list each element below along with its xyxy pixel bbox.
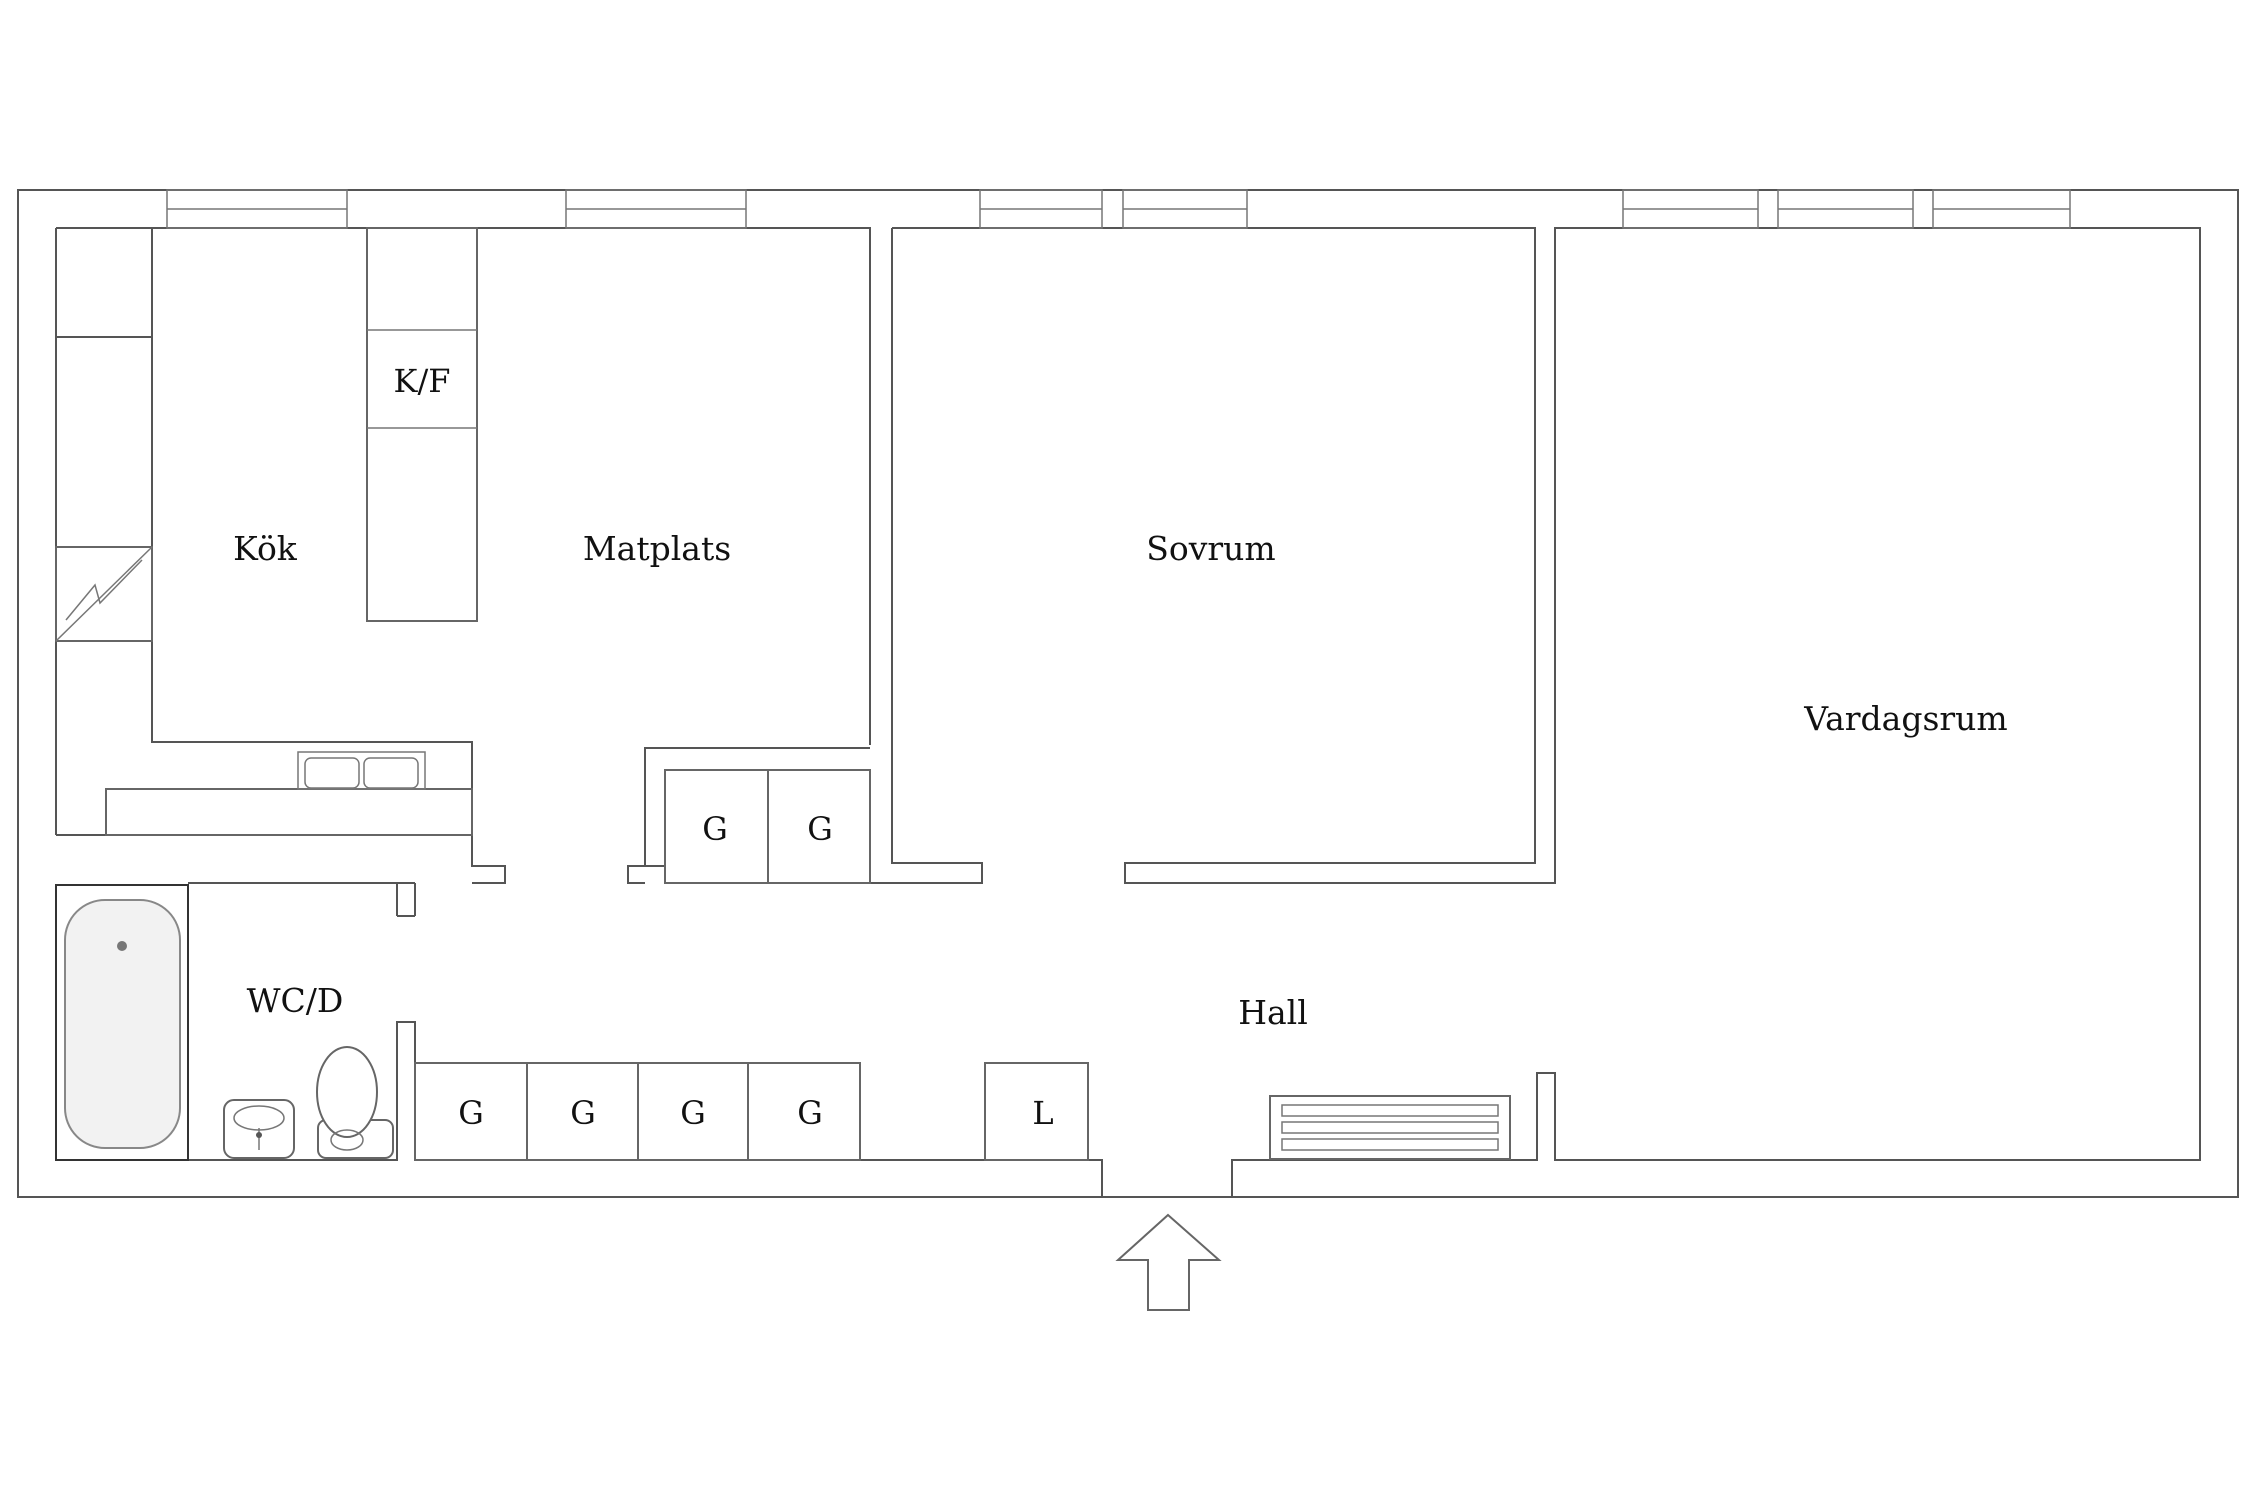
room-label-bathroom: WC/D [247,981,344,1020]
kitchen-counter [105,788,473,836]
wardrobes-upper [628,747,871,884]
bathtub-icon [55,884,189,1161]
windows [166,189,2071,229]
outer-walls [17,189,2239,1198]
fixture-label-fridge-freezer: K/F [394,362,451,400]
fixture-label-linen: L [1032,1094,1053,1132]
bathroom [55,882,416,1161]
kitchen-sink-icon [297,751,426,790]
entrance-arrow-icon [1115,1213,1222,1311]
stove-icon [55,546,153,642]
fixture-label-wardrobe: G [570,1094,596,1132]
room-label-living-room: Vardagsrum [1803,699,2007,738]
room-label-bedroom: Sovrum [1146,529,1275,568]
fixture-label-wardrobe: G [807,810,833,848]
fixture-label-wardrobe: G [797,1094,823,1132]
room-label-dining: Matplats [583,529,731,568]
radiator-icon [1269,1095,1511,1160]
fixture-label-wardrobe: G [680,1094,706,1132]
fixture-label-wardrobe: G [458,1094,484,1132]
toilet-icon [316,1046,394,1159]
kitchen [55,228,506,884]
room-label-kitchen: Kök [233,529,298,568]
fridge-freezer [366,227,478,622]
hall-wardrobes [414,1062,1089,1161]
room-label-hall: Hall [1238,993,1308,1032]
wash-basin-icon [223,1099,295,1159]
fixture-label-wardrobe: G [702,810,728,848]
